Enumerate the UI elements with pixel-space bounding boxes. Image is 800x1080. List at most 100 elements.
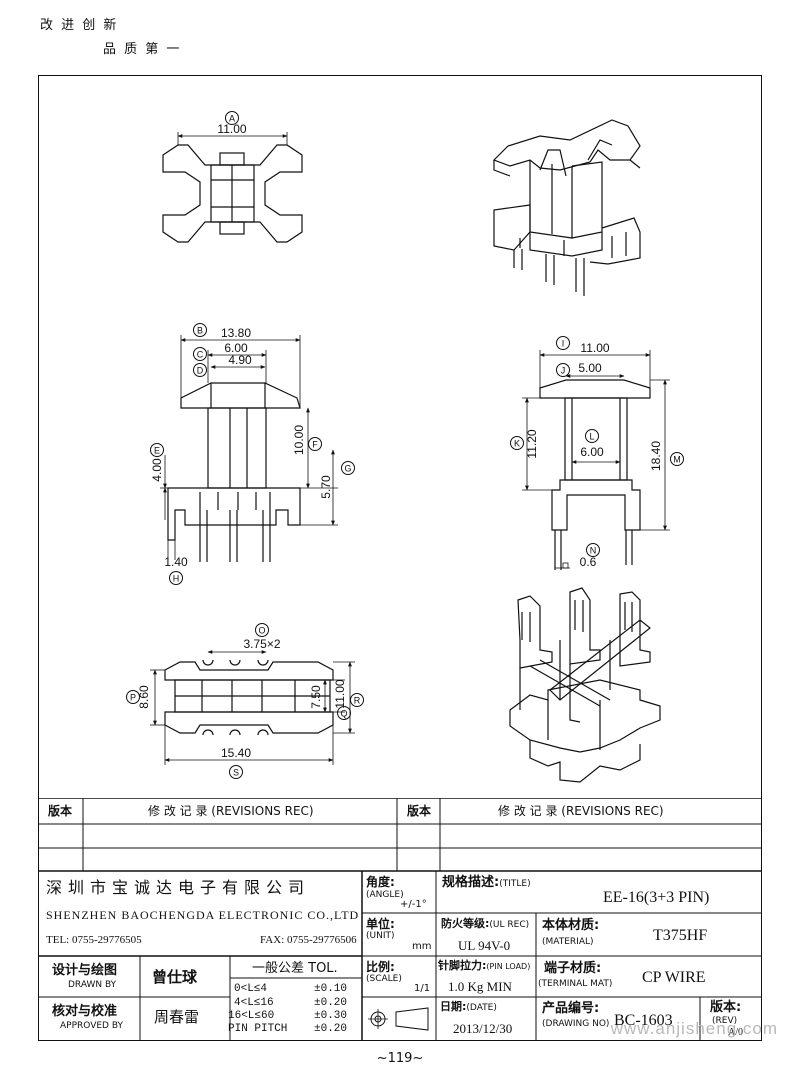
svg-text:I: I [562, 339, 565, 349]
svg-text:C: C [197, 350, 204, 360]
dim-label-s: S [229, 765, 243, 779]
tolerance-title: 一般公差 TOL. [252, 961, 338, 976]
dim-label-r: R [350, 693, 364, 707]
svg-text:A: A [229, 114, 235, 124]
unit-sub: (UNIT) [366, 931, 395, 941]
dim-value-l: 6.00 [580, 445, 604, 459]
dim-label-k: K [510, 436, 524, 450]
date-label-sub: (DATE) [466, 1003, 497, 1013]
drawingno-label: 产品编号: [542, 1001, 600, 1016]
slogan-line2: 品 质 第 一 [103, 42, 182, 57]
svg-text:E: E [154, 446, 160, 456]
date-label: 日期:(DATE) [440, 1001, 497, 1013]
svg-text:F: F [312, 440, 318, 450]
title-block: 版本 修 改 记 录 (REVISIONS REC) 版本 修 改 记 录 (R… [38, 798, 762, 1041]
dim-label-i: I [556, 336, 570, 350]
dim-value-d: 4.90 [228, 353, 252, 367]
dim-value-g: 5.70 [319, 475, 333, 499]
dim-label-q: Q [337, 706, 351, 720]
svg-text:H: H [173, 574, 180, 584]
dim-value-f: 10.00 [292, 425, 306, 455]
pinload-value: 1.0 Kg MIN [448, 979, 512, 994]
dim-value-a: 11.00 [217, 122, 246, 136]
svg-text:O: O [258, 626, 265, 636]
svg-text:D: D [197, 366, 204, 376]
svg-text:L: L [589, 432, 594, 442]
tol-val-1: ±0.20 [314, 997, 348, 1009]
rev-sub: (REV) [712, 1016, 738, 1026]
tol-range-0: 0<L≤4 [234, 983, 268, 995]
terminal-value: CP WIRE [642, 969, 706, 986]
rev-rec-right: 修 改 记 录 (REVISIONS REC) [498, 804, 664, 818]
company-name-en: SHENZHEN BAOCHENGDA ELECTRONIC CO.,LTD [46, 908, 360, 922]
svg-text:G: G [344, 464, 351, 474]
svg-text:K: K [514, 439, 520, 449]
svg-text:B: B [197, 326, 203, 336]
svg-text:R: R [354, 696, 361, 706]
drawn-value: 曾仕球 [152, 968, 198, 986]
material-sub: (MATERIAL) [542, 937, 594, 947]
drawing-frame [38, 75, 762, 1041]
dimension-values: 11.0013.806.004.904.0010.005.701.4011.00… [137, 122, 663, 760]
dim-value-b: 13.80 [221, 326, 251, 340]
unit-label: 单位: [366, 917, 395, 931]
dim-label-n: N [586, 543, 600, 557]
material-value: T375HF [653, 927, 708, 944]
scale-sub: (SCALE) [366, 974, 402, 984]
technical-drawing: 11.0013.806.004.904.0010.005.701.4011.00… [126, 111, 684, 783]
dim-value-q: 7.50 [309, 685, 323, 709]
title-block-grid [38, 798, 762, 1041]
dim-label-m: M [670, 452, 684, 466]
dim-label-e: E [150, 443, 164, 457]
date-value: 2013/12/30 [453, 1021, 513, 1036]
company-name-cn: 深 圳 市 宝 诚 达 电 子 有 限 公 司 [46, 880, 306, 897]
dimension-labels: A B CD E F G H I J K L M N O P QR S [126, 111, 684, 779]
ulrec-value: UL 94V-0 [458, 938, 511, 953]
ulrec-label-sub: (UL REC) [489, 920, 530, 930]
dim-label-l: L [585, 429, 599, 443]
watermark: www.anjisheng.com [610, 1019, 778, 1038]
rev-rec-left: 修 改 记 录 (REVISIONS REC) [148, 804, 314, 818]
svg-text:J: J [561, 366, 566, 376]
terminal-sub: (TERMINAL MAT) [538, 979, 613, 989]
dim-label-o: O [255, 623, 269, 637]
tol-val-2: ±0.30 [314, 1010, 348, 1022]
scale-label: 比例: [366, 960, 395, 974]
title-value: EE-16(3+3 PIN) [603, 889, 710, 906]
title-label: 规格描述:(TITLE) [442, 876, 531, 889]
angle-sub: (ANGLE) [366, 890, 404, 900]
dim-value-e: 4.00 [150, 458, 164, 482]
bottom-view [150, 650, 355, 765]
svg-text:S: S [233, 768, 239, 778]
isometric-view-bottom [509, 587, 661, 783]
drawn-sub: DRAWN BY [68, 980, 117, 990]
angle-label: 角度: [366, 875, 395, 889]
dim-value-i: 11.00 [580, 341, 609, 355]
drawingno-value: BC-1603 [614, 1012, 673, 1029]
svg-text:P: P [130, 693, 136, 703]
scale-value: 1/1 [414, 983, 431, 994]
unit-value: mm [412, 941, 432, 952]
angle-value: +/-1° [400, 899, 427, 910]
top-view [162, 132, 303, 243]
rev-col-left: 版本 [48, 804, 73, 818]
isometric-view-top [492, 119, 641, 296]
title-label-text: 规格描述: [442, 875, 500, 890]
tol-range-2: 16<L≤60 [228, 1010, 275, 1022]
dim-label-g: G [341, 461, 355, 475]
rev-col-right: 版本 [407, 804, 432, 818]
dim-label-c: C [193, 347, 207, 361]
dim-value-p: 8.60 [137, 685, 151, 709]
ulrec-label: 防火等级:(UL REC) [441, 918, 529, 930]
dim-value-s: 15.40 [221, 746, 251, 760]
rev-label: 版本: [710, 1000, 742, 1015]
svg-text:N: N [590, 546, 597, 556]
pinload-label-sub: (PIN LOAD) [486, 962, 531, 971]
date-label-text: 日期: [440, 1000, 467, 1013]
tol-val-3: ±0.20 [314, 1023, 348, 1035]
company-fax: FAX: 0755-29776506 [260, 934, 357, 946]
dim-label-b: B [193, 323, 207, 337]
dim-label-d: D [193, 363, 207, 377]
dim-value-k: 11.20 [525, 429, 539, 458]
dim-label-j: J [556, 363, 570, 377]
